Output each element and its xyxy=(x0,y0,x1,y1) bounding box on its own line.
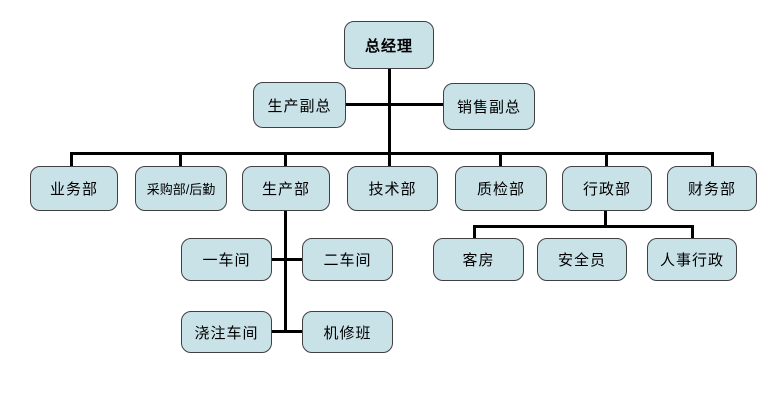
connector-line xyxy=(284,152,287,166)
connector-line xyxy=(605,152,608,166)
org-node-admin-dept[interactable]: 行政部 xyxy=(562,166,652,211)
org-node-machine-repair[interactable]: 机修班 xyxy=(302,311,393,353)
node-label: 财务部 xyxy=(687,181,736,198)
node-label: 业务部 xyxy=(49,181,98,198)
connector-line xyxy=(499,152,502,166)
connector-line xyxy=(272,258,302,261)
node-label: 人事行政 xyxy=(659,252,724,269)
connector-line xyxy=(473,225,694,228)
connector-line xyxy=(272,330,302,333)
org-node-workshop-2[interactable]: 二车间 xyxy=(302,238,393,281)
node-label: 技术部 xyxy=(368,181,417,198)
node-label: 总经理 xyxy=(364,37,413,55)
node-label: 采购部/后勤 xyxy=(146,182,216,197)
node-label: 机修班 xyxy=(323,324,372,342)
org-node-guest-rooms[interactable]: 客房 xyxy=(433,238,524,281)
org-node-hr-admin[interactable]: 人事行政 xyxy=(647,238,737,281)
node-label: 安全员 xyxy=(557,252,606,269)
org-node-purchasing-logistics-dept[interactable]: 采购部/后勤 xyxy=(135,166,227,211)
connector-line xyxy=(691,225,694,238)
node-label: 质检部 xyxy=(476,181,525,198)
org-node-tech-dept[interactable]: 技术部 xyxy=(347,166,438,211)
org-node-workshop-1[interactable]: 一车间 xyxy=(181,238,272,281)
node-label: 生产副总 xyxy=(267,97,332,115)
connector-line xyxy=(604,211,607,227)
connector-line xyxy=(473,225,476,238)
node-label: 行政部 xyxy=(582,181,631,198)
connector-line xyxy=(179,152,182,166)
org-node-sales-vp[interactable]: 销售副总 xyxy=(443,83,535,130)
connector-line xyxy=(70,152,73,166)
node-label: 客房 xyxy=(462,252,495,269)
connector-line xyxy=(346,103,443,106)
connector-line xyxy=(284,211,287,333)
connector-line xyxy=(711,152,714,166)
node-label: 浇注车间 xyxy=(194,324,259,342)
org-node-pouring-workshop[interactable]: 浇注车间 xyxy=(181,311,272,353)
node-label: 生产部 xyxy=(261,181,310,198)
connector-line xyxy=(70,152,714,155)
org-node-safety-officer[interactable]: 安全员 xyxy=(537,238,627,281)
org-node-production-dept[interactable]: 生产部 xyxy=(242,166,330,211)
node-label: 销售副总 xyxy=(456,99,521,116)
org-node-qc-dept[interactable]: 质检部 xyxy=(455,166,547,211)
org-node-business-dept[interactable]: 业务部 xyxy=(30,166,118,211)
connector-line xyxy=(388,69,391,166)
node-label: 二车间 xyxy=(323,252,372,269)
node-label: 一车间 xyxy=(202,252,251,269)
org-node-finance-dept[interactable]: 财务部 xyxy=(667,166,757,211)
org-node-production-vp[interactable]: 生产副总 xyxy=(253,82,346,128)
org-node-general-manager[interactable]: 总经理 xyxy=(344,21,434,69)
